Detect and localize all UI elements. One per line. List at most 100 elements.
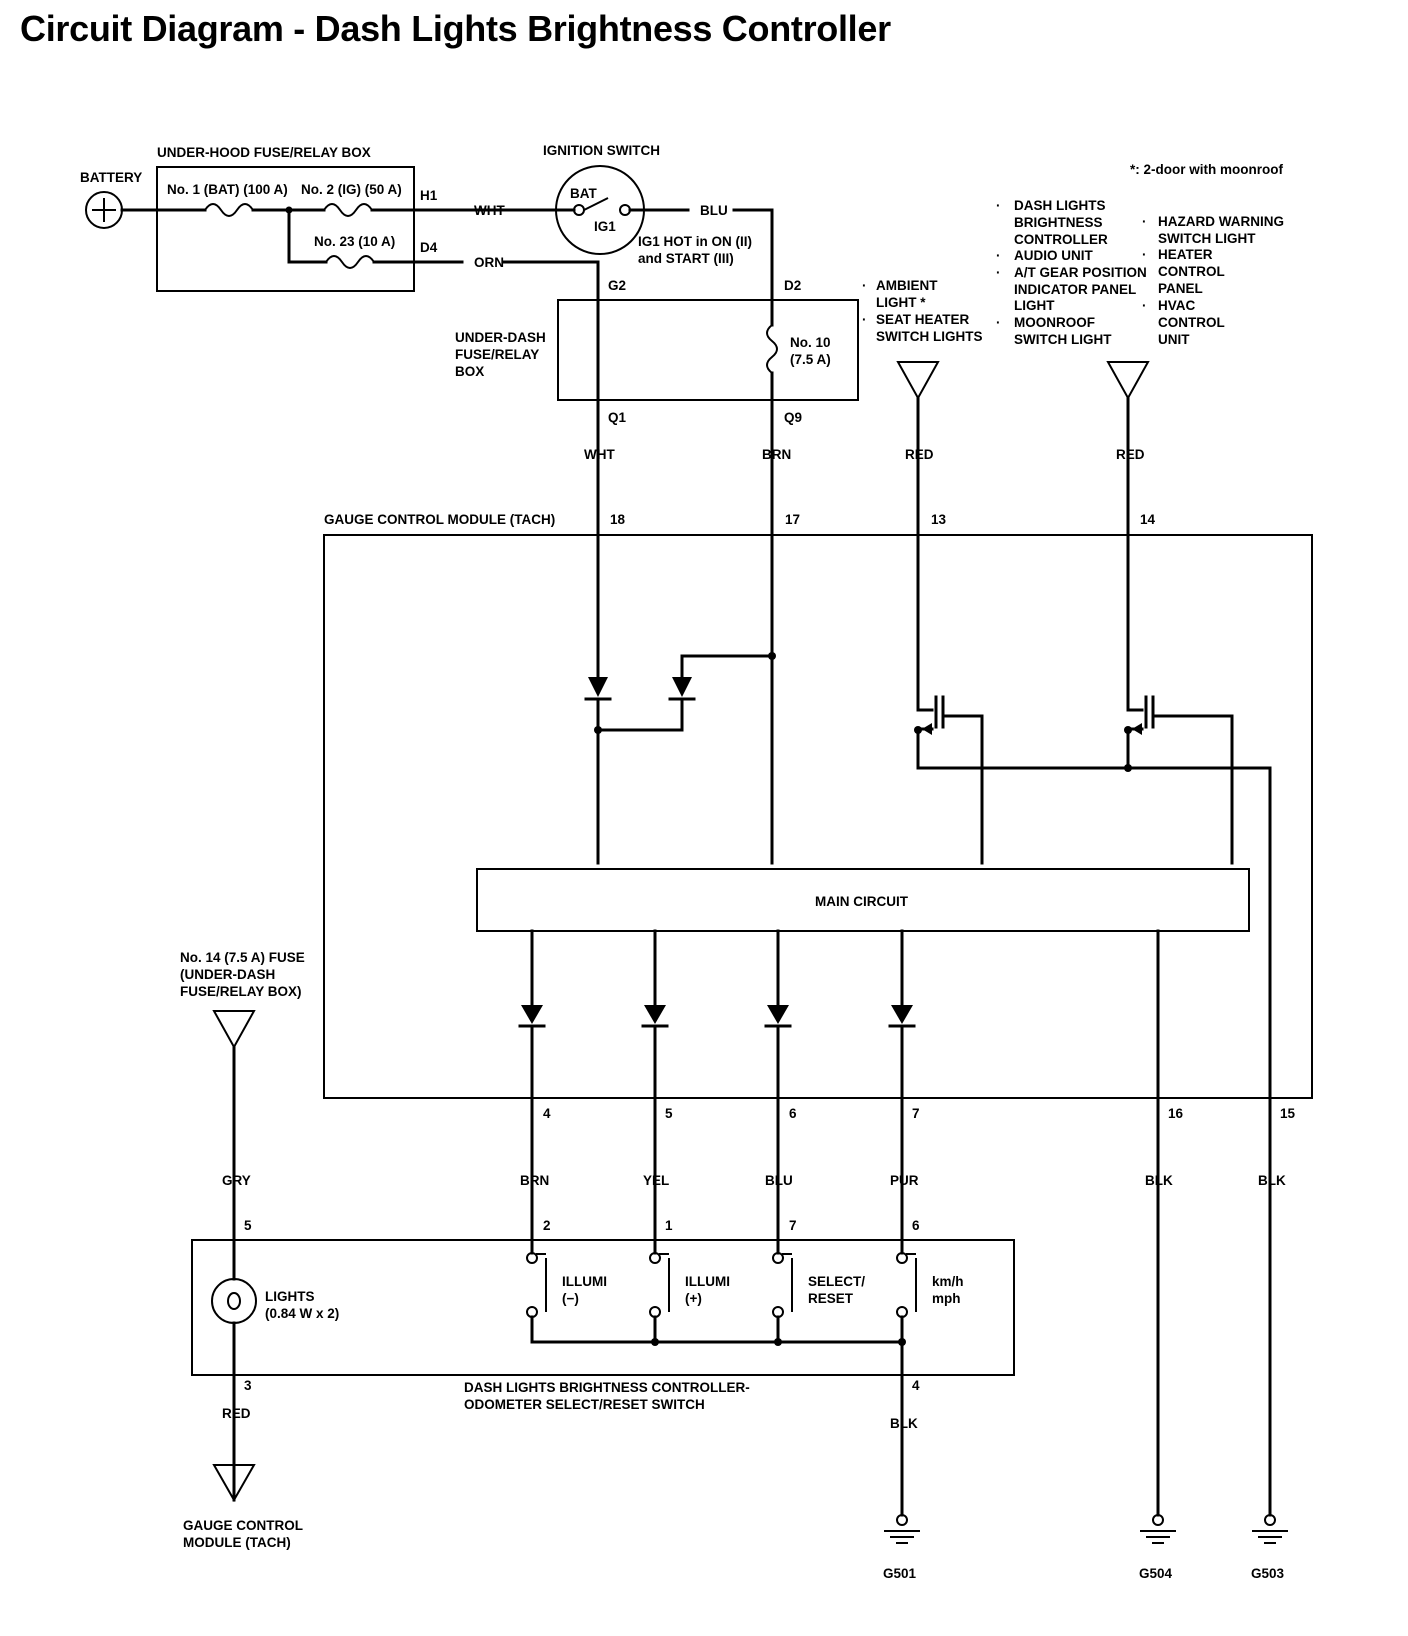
diode-pin5 [644, 1005, 666, 1024]
main-circuit-label: MAIN CIRCUIT [815, 894, 909, 909]
diode-pin17 [672, 677, 692, 697]
fuse-23-symbol [325, 255, 375, 269]
fuse-10-label-2: (7.5 A) [790, 352, 831, 367]
terminal-arrow-gcm [212, 1464, 256, 1503]
connector-q1: Q1 [608, 410, 627, 425]
switch-illumi-plus[interactable] [649, 1252, 670, 1318]
lights-label-1: LIGHTS [265, 1289, 315, 1304]
svg-text:BRIGHTNESS: BRIGHTNESS [1014, 215, 1103, 230]
main-circuit-block [476, 868, 1250, 932]
ignition-note-2: and START (III) [638, 251, 734, 266]
controller-pin-1: 1 [665, 1218, 673, 1233]
gcm-pin-6: 6 [789, 1106, 797, 1121]
switch-select-reset-label-1: SELECT/ [808, 1274, 865, 1289]
diode-pin18 [588, 677, 608, 697]
svg-text:AUDIO UNIT: AUDIO UNIT [1014, 248, 1093, 263]
ignition-switch-title: IGNITION SWITCH [543, 143, 660, 158]
connector-g2: G2 [608, 278, 626, 293]
svg-text:HEATER: HEATER [1158, 247, 1213, 262]
gcm-pin-16: 16 [1168, 1106, 1184, 1121]
switch-illumi-minus-label-2: (−) [562, 1291, 579, 1306]
switch-kmh-label: km/h [932, 1274, 964, 1289]
wire-orn-d4: ORN [474, 255, 504, 270]
svg-text:LIGHT: LIGHT [1014, 298, 1055, 313]
wire-gry: GRY [222, 1173, 251, 1188]
gcm-pin-7: 7 [912, 1106, 920, 1121]
svg-text:·: · [1142, 298, 1147, 313]
ground-g504-icon [1140, 1514, 1176, 1544]
fuse-10-symbol [766, 324, 778, 374]
fuse-2-label: No. 2 (IG) (50 A) [301, 182, 402, 197]
wire-brn-q9: BRN [762, 447, 791, 462]
switch-illumi-minus-label-1: ILLUMI [562, 1274, 607, 1289]
gcm-pin-15: 15 [1280, 1106, 1296, 1121]
ground-g501-icon [884, 1514, 920, 1544]
ignition-note-1: IG1 HOT in ON (II) [638, 234, 752, 249]
svg-text:CONTROLLER: CONTROLLER [1014, 232, 1108, 247]
controller-pin-2: 2 [543, 1218, 551, 1233]
diode-pin7 [891, 1005, 913, 1024]
ground-g504-label: G504 [1139, 1566, 1173, 1581]
controller-pin-7: 7 [789, 1218, 797, 1233]
connector-d4: D4 [420, 240, 438, 255]
svg-text:HAZARD WARNING: HAZARD WARNING [1158, 214, 1284, 229]
gauge-control-module [323, 534, 1313, 1099]
switch-kmh-mph[interactable] [896, 1252, 917, 1318]
svg-text:A/T GEAR POSITION: A/T GEAR POSITION [1014, 265, 1147, 280]
svg-text:INDICATOR PANEL: INDICATOR PANEL [1014, 282, 1136, 297]
controller-pin-4: 4 [912, 1378, 920, 1393]
fuse-14-label-2: (UNDER-DASH [180, 967, 275, 982]
fuse-1-symbol [204, 203, 254, 217]
wire-blk-15: BLK [1258, 1173, 1286, 1188]
loads1-label-light: LIGHT * [876, 295, 926, 310]
underdash-fuse-box [557, 299, 859, 401]
gcm-title: GAUGE CONTROL MODULE (TACH) [324, 512, 555, 527]
wire-blk-4: BLK [890, 1416, 918, 1431]
ignition-ig1-label: IG1 [594, 219, 616, 234]
underhood-box-title: UNDER-HOOD FUSE/RELAY BOX [157, 145, 371, 160]
connector-d2: D2 [784, 278, 801, 293]
diode-pin4 [521, 1005, 543, 1024]
svg-text:·: · [996, 248, 1001, 263]
gcm-bottom-label-2: MODULE (TACH) [183, 1535, 291, 1550]
lights-bulb-icon [211, 1278, 257, 1324]
svg-text:·: · [996, 265, 1001, 280]
fuse-14-label-1: No. 14 (7.5 A) FUSE [180, 950, 305, 965]
wire-blu-6: BLU [765, 1173, 793, 1188]
switch-illumi-plus-label-2: (+) [685, 1291, 702, 1306]
terminal-arrow-14 [1106, 361, 1150, 401]
wire-red-3: RED [222, 1406, 251, 1421]
svg-text:MOONROOF: MOONROOF [1014, 315, 1095, 330]
ground-g503-icon [1252, 1514, 1288, 1544]
svg-text:·: · [1142, 247, 1147, 262]
switch-illumi-minus[interactable] [526, 1252, 547, 1318]
loads2-list: · DASH LIGHTS BRIGHTNESS CONTROLLER · AU… [996, 198, 1284, 347]
controller-title-2: ODOMETER SELECT/RESET SWITCH [464, 1397, 705, 1412]
underdash-label-1: UNDER-DASH [455, 330, 546, 345]
underdash-label-2: FUSE/RELAY [455, 347, 539, 362]
terminal-arrow-fuse14 [212, 1010, 256, 1050]
svg-text:UNIT: UNIT [1158, 332, 1190, 347]
fuse-23-label: No. 23 (10 A) [314, 234, 395, 249]
fuse-2-symbol [323, 203, 373, 217]
underhood-fuse-box [156, 166, 415, 292]
connector-h1: H1 [420, 188, 438, 203]
svg-text:SWITCH LIGHT: SWITCH LIGHT [1158, 231, 1256, 246]
wire-wht-q1: WHT [584, 447, 615, 462]
wire-blu-ig1: BLU [700, 203, 728, 218]
loads1-bullet-1: · [862, 278, 867, 293]
moonroof-note: *: 2-door with moonroof [1130, 162, 1283, 177]
switch-select-reset[interactable] [772, 1252, 793, 1318]
page-title: Circuit Diagram - Dash Lights Brightness… [20, 8, 891, 49]
loads1-label-ambient: AMBIENT [876, 278, 938, 293]
controller-pin-6: 6 [912, 1218, 920, 1233]
svg-text:·: · [996, 315, 1001, 330]
wire-red-14: RED [1116, 447, 1145, 462]
ground-g503-label: G503 [1251, 1566, 1285, 1581]
terminal-arrow-13 [896, 361, 940, 401]
gcm-pin-17: 17 [785, 512, 800, 527]
transistor-14 [1132, 695, 1234, 735]
gcm-pin-14: 14 [1140, 512, 1156, 527]
wire-pur-7: PUR [890, 1173, 919, 1188]
